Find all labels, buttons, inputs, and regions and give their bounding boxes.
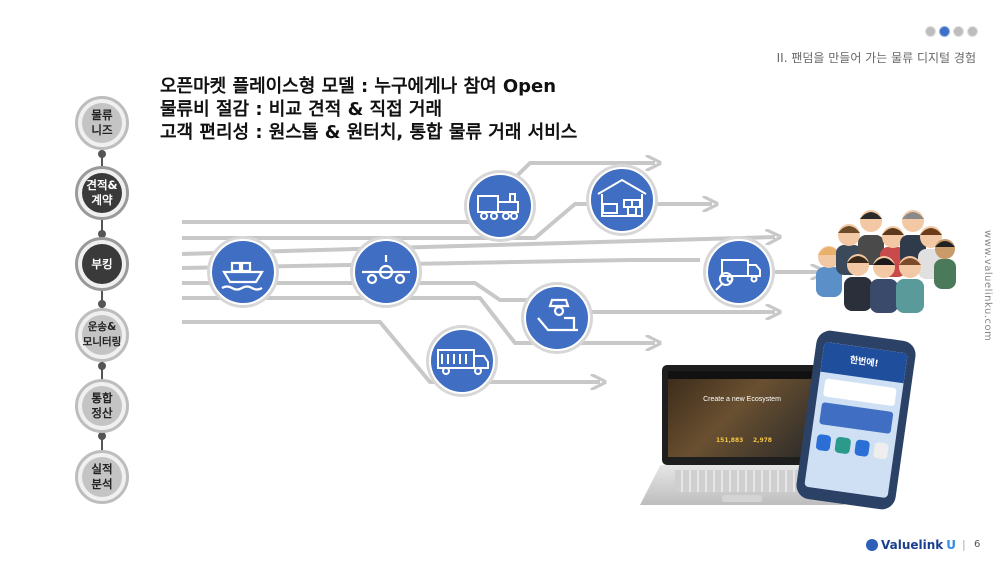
step-connector [101, 358, 103, 383]
flow-arrow [182, 281, 545, 302]
footer-divider: | [962, 538, 966, 551]
step-connector-dot [98, 362, 106, 370]
phone-body: 한번에! [794, 328, 918, 512]
app-icon [853, 439, 870, 457]
phone-screen: 한번에! [804, 341, 908, 499]
step-label-1: 물류 [91, 108, 113, 122]
person-icon [844, 254, 872, 311]
airplane-icon [350, 236, 422, 308]
flow-arrow [182, 296, 655, 343]
page-indicator [925, 26, 978, 37]
step-booking: 부킹 [75, 237, 129, 291]
step-label-2: 계약 [91, 193, 113, 207]
customers-group-illustration [816, 210, 956, 313]
laptop-screen-frame: Create a new Ecosystem 151,883 2,978 [662, 365, 822, 465]
site-nav-bar [668, 371, 816, 379]
touchpad [722, 495, 762, 502]
step-connector-dot [98, 300, 106, 308]
headline-line-1: 오픈마켓 플레이스형 모델 : 누구에게나 참여 Open [160, 76, 557, 97]
step-label-1: 통합 [91, 391, 113, 405]
warehouse-icon [586, 164, 658, 236]
app-icon [815, 433, 832, 452]
step-label-2: 모니터링 [82, 336, 122, 348]
step-quote-contract: 견적&계약 [75, 166, 129, 220]
step-label-2: 분석 [91, 477, 113, 491]
flow-arrow [182, 320, 600, 382]
page-dot-active [939, 26, 950, 37]
person-icon [870, 256, 898, 313]
website-url: www.valuelinku.com [982, 230, 993, 342]
step-connector-dot [98, 150, 106, 158]
phone-banner [822, 378, 897, 407]
person-icon [934, 239, 956, 289]
step-label-1: 견적& [86, 178, 118, 192]
flow-arrow [181, 258, 700, 270]
keyboard-keys [675, 470, 809, 492]
step-label-2: 니즈 [91, 123, 113, 137]
step-connector [101, 148, 103, 173]
headline-line-2: 물류비 절감 : 비교 견적 & 직접 거래 [160, 99, 443, 120]
person-icon [816, 246, 842, 297]
laptop-headline: Create a new Ecosystem [703, 396, 781, 403]
phone-mockup: 한번에! [794, 328, 918, 512]
laptop-stat-1: 151,883 [716, 437, 744, 444]
person-icon [918, 226, 944, 279]
step-connector-dot [98, 432, 106, 440]
customs-officer-icon [521, 282, 593, 354]
step-connector [101, 428, 103, 453]
phone-promo [819, 402, 894, 434]
cargo-truck-icon [426, 325, 498, 397]
headline-line-3: 고객 편리성 : 원스톱 & 원터치, 통합 물류 거래 서비스 [160, 122, 578, 143]
app-icon [834, 436, 851, 455]
step-label-2: 정산 [91, 406, 113, 420]
section-title: II. 팬덤을 만들어 가는 물류 디지털 경험 [776, 51, 976, 65]
phone-title: 한번에! [820, 341, 908, 384]
logo-text-u: U [946, 538, 957, 552]
flow-arrow [182, 163, 655, 224]
flow-arrow [181, 237, 775, 256]
step-label-1: 운송& [87, 321, 117, 333]
phone-app-icons [815, 433, 890, 460]
step-label-1: 부킹 [91, 256, 113, 271]
page-dot [953, 26, 964, 37]
train-icon [464, 170, 536, 242]
laptop-stat-2: 2,978 [753, 437, 772, 444]
logo-text: Valuelink [881, 538, 944, 552]
person-icon [896, 256, 924, 313]
logo-mark-icon [866, 539, 878, 551]
step-label-1: 실적 [91, 462, 113, 476]
truck-search-icon [703, 236, 775, 308]
app-icon [872, 441, 890, 460]
page-dot [925, 26, 936, 37]
page-number: 6 [974, 539, 981, 550]
step-connector-dot [98, 230, 106, 238]
headline-block: 오픈마켓 플레이스형 모델 : 누구에게나 참여 Open 물류비 절감 : 비… [160, 75, 577, 144]
ship-icon [207, 236, 279, 308]
step-transport-monitoring: 운송&모니터링 [75, 308, 129, 362]
page-dot [967, 26, 978, 37]
laptop-screen: Create a new Ecosystem 151,883 2,978 [668, 371, 816, 457]
